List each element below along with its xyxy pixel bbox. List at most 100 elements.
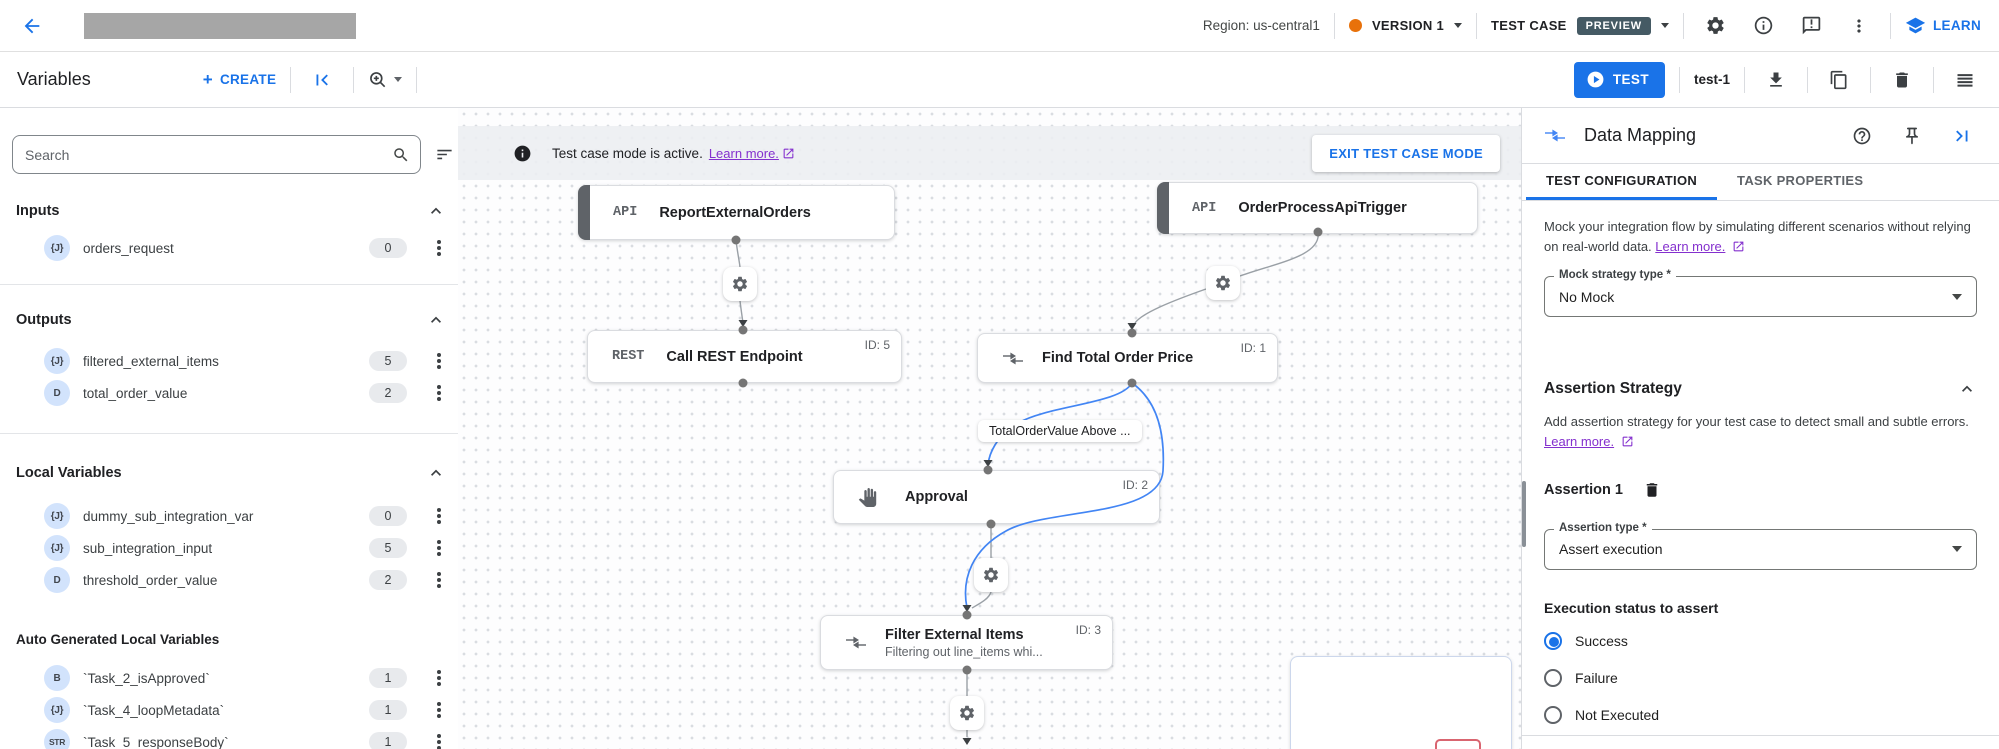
create-variable-button[interactable]: + CREATE xyxy=(203,71,277,88)
close-panel-icon[interactable] xyxy=(1945,119,1979,153)
row-menu-button[interactable] xyxy=(426,665,452,691)
execution-status-label: Execution status to assert xyxy=(1544,599,1719,616)
learn-more-link[interactable]: Learn more. xyxy=(1655,239,1726,255)
test-case-name: test-1 xyxy=(1693,72,1730,87)
radio-success[interactable]: Success xyxy=(1544,629,1977,653)
node-report-external-orders[interactable]: API ReportExternalOrders xyxy=(578,185,895,240)
row-menu-button[interactable] xyxy=(426,380,452,406)
chevron-down-icon xyxy=(394,77,403,82)
node-approval[interactable]: Approval ID: 2 xyxy=(833,470,1160,524)
usage-count-badge: 1 xyxy=(369,668,407,688)
variable-row[interactable]: {J} sub_integration_input 5 xyxy=(0,532,458,564)
collapse-panel-icon[interactable] xyxy=(305,63,339,97)
edge-settings-gear-icon[interactable] xyxy=(950,696,984,730)
panel-title: Data Mapping xyxy=(1584,125,1697,145)
variable-row[interactable]: {J} orders_request 0 xyxy=(0,232,458,264)
flow-canvas[interactable]: Test case mode is active. Learn more. EX… xyxy=(458,108,1521,749)
search-field[interactable] xyxy=(12,135,421,174)
external-link-icon xyxy=(1732,240,1745,253)
radio-selected-icon xyxy=(1544,631,1562,650)
version-dropdown[interactable]: VERSION 1 xyxy=(1348,18,1462,33)
info-button[interactable] xyxy=(1746,9,1780,43)
delete-assertion-button[interactable] xyxy=(1639,477,1665,503)
dropdown-caret-icon xyxy=(1952,546,1962,553)
row-menu-button[interactable] xyxy=(426,729,452,749)
variable-row[interactable]: STR `Task_5_responseBody` 1 xyxy=(0,726,458,749)
sort-button[interactable] xyxy=(431,142,457,168)
variable-row[interactable]: {J} filtered_external_items 5 xyxy=(0,345,458,377)
edge-settings-gear-icon[interactable] xyxy=(1206,266,1240,300)
assertion-type-select[interactable]: Assertion type * Assert execution xyxy=(1544,521,1977,570)
row-menu-button[interactable] xyxy=(426,567,452,593)
search-input[interactable] xyxy=(25,146,392,163)
zoom-icon xyxy=(368,70,388,90)
chevron-up-icon[interactable] xyxy=(426,310,446,330)
panel-scrollbar[interactable] xyxy=(1522,481,1526,547)
page-title: Variables xyxy=(17,69,91,89)
banner-learn-more-link[interactable]: Learn more. xyxy=(708,145,779,161)
create-label: CREATE xyxy=(219,72,277,87)
api-tag: API xyxy=(613,205,638,220)
delete-button[interactable] xyxy=(1885,63,1919,97)
edge-settings-gear-icon[interactable] xyxy=(723,267,757,301)
row-menu-button[interactable] xyxy=(426,697,452,723)
variable-row[interactable]: D total_order_value 2 xyxy=(0,377,458,409)
row-menu-button[interactable] xyxy=(426,348,452,374)
tab-test-configuration[interactable]: TEST CONFIGURATION xyxy=(1526,164,1718,200)
variable-row[interactable]: B `Task_2_isApproved` 1 xyxy=(0,662,458,694)
exit-test-case-mode-button[interactable]: EXIT TEST CASE MODE xyxy=(1312,134,1500,172)
region-label: Region: us-central1 xyxy=(1202,18,1320,33)
node-filter-external-items[interactable]: Filter External Items Filtering out line… xyxy=(820,615,1113,670)
variable-row[interactable]: {J} dummy_sub_integration_var 0 xyxy=(0,500,458,532)
settings-button[interactable] xyxy=(1698,9,1732,43)
learn-more-link[interactable]: Learn more. xyxy=(1544,434,1615,450)
tab-task-properties[interactable]: TASK PROPERTIES xyxy=(1737,173,1864,188)
node-order-process-api-trigger[interactable]: API OrderProcessApiTrigger xyxy=(1157,182,1478,234)
help-icon[interactable] xyxy=(1845,119,1879,153)
feedback-button[interactable] xyxy=(1794,9,1828,43)
section-header-auto-generated: Auto Generated Local Variables xyxy=(0,626,458,652)
json-type-icon: {J} xyxy=(44,348,70,374)
node-id: ID: 3 xyxy=(1075,623,1101,637)
variable-row[interactable]: {J} `Task_4_loopMetadata` 1 xyxy=(0,694,458,726)
more-options-button[interactable] xyxy=(1842,9,1876,43)
data-mapping-icon xyxy=(845,635,867,650)
plus-icon: + xyxy=(202,70,213,89)
chevron-up-icon[interactable] xyxy=(426,463,446,483)
learn-button[interactable]: LEARN xyxy=(1905,15,1981,36)
json-type-icon: {J} xyxy=(44,235,70,261)
zoom-control[interactable] xyxy=(368,70,403,90)
partial-node-card[interactable] xyxy=(1290,656,1512,749)
pin-icon[interactable] xyxy=(1895,119,1929,153)
copy-button[interactable] xyxy=(1822,63,1856,97)
node-find-total-order-price[interactable]: Find Total Order Price ID: 1 xyxy=(977,333,1278,383)
test-button[interactable]: TEST xyxy=(1573,61,1665,98)
mock-strategy-select[interactable]: Mock strategy type * No Mock xyxy=(1544,269,1977,318)
test-case-dropdown[interactable]: TEST CASE PREVIEW xyxy=(1491,16,1669,35)
kebab-icon xyxy=(437,546,441,550)
play-icon xyxy=(1586,70,1605,89)
chevron-up-icon[interactable] xyxy=(426,201,446,221)
test-case-label: TEST CASE xyxy=(1491,18,1567,33)
chevron-up-icon[interactable] xyxy=(1957,379,1977,399)
edge-settings-gear-icon[interactable] xyxy=(974,558,1008,592)
list-view-button[interactable] xyxy=(1948,63,1982,97)
partial-error-node xyxy=(1435,739,1481,749)
row-menu-button[interactable] xyxy=(426,535,452,561)
download-button[interactable] xyxy=(1759,63,1793,97)
node-id: ID: 5 xyxy=(864,338,890,352)
search-icon xyxy=(392,146,410,164)
radio-failure[interactable]: Failure xyxy=(1544,666,1977,690)
edge-condition-label[interactable]: TotalOrderValue Above ... xyxy=(978,420,1142,442)
radio-icon xyxy=(1544,668,1562,687)
node-call-rest-endpoint[interactable]: REST Call REST Endpoint ID: 5 xyxy=(587,330,902,383)
row-menu-button[interactable] xyxy=(426,235,452,261)
variable-row[interactable]: D threshold_order_value 2 xyxy=(0,564,458,596)
assertion-item-title: Assertion 1 xyxy=(1544,481,1623,498)
back-button[interactable] xyxy=(18,12,46,40)
variables-sidebar: Inputs {J} orders_request 0 Outputs {J} … xyxy=(0,108,458,749)
section-title: Inputs xyxy=(16,203,60,219)
kebab-icon xyxy=(437,391,441,395)
radio-not-executed[interactable]: Not Executed xyxy=(1544,703,1977,727)
row-menu-button[interactable] xyxy=(426,503,452,529)
